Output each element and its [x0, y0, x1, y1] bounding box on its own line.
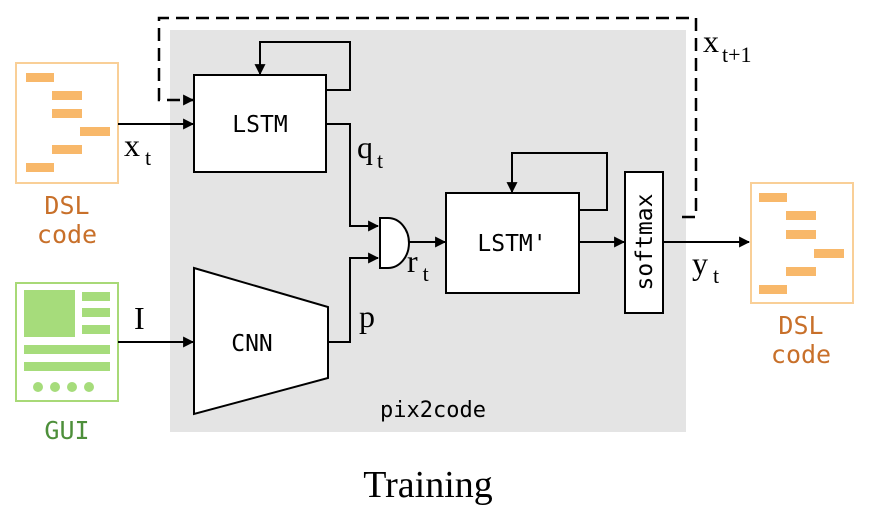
dsl-input-bar — [52, 91, 82, 100]
cnn-label: CNN — [231, 331, 273, 357]
dsl-output-frame — [750, 182, 854, 304]
gui-line — [82, 325, 110, 334]
softmax-block — [624, 171, 664, 314]
feedback-dashed-line — [157, 16, 698, 219]
dsl-output-label-line1: DSL — [778, 311, 823, 340]
dsl-input-bar — [26, 163, 54, 172]
dsl-output-bar — [786, 267, 816, 276]
dsl-output-bar — [786, 230, 816, 239]
yt-subscript: t — [713, 263, 719, 288]
module-label: pix2code — [380, 398, 486, 423]
gui-dot — [84, 382, 94, 392]
gui-line — [24, 345, 110, 354]
rt-base: r — [407, 243, 418, 279]
image-label: I — [134, 300, 145, 336]
dsl-input-label-line1: DSL — [44, 191, 89, 220]
xt1-subscript: t+1 — [722, 42, 752, 67]
dsl-input-bar — [26, 73, 54, 82]
gui-line — [82, 292, 110, 301]
concat-gate — [379, 217, 410, 269]
dsl-input-label-line2: code — [37, 220, 97, 249]
lstm-prime-block — [445, 192, 580, 294]
gui-input-icon — [15, 282, 119, 402]
xt-subscript: t — [145, 145, 151, 170]
p-line — [328, 252, 380, 343]
gui-dot — [33, 382, 43, 392]
gui-dot — [50, 382, 60, 392]
gui-dot — [67, 382, 77, 392]
softmax-label: softmax — [632, 194, 658, 291]
gui-label: GUI — [44, 416, 89, 445]
qt-subscript: t — [377, 148, 383, 173]
lstm-recurrent-loop — [254, 41, 351, 91]
dsl-output-label-line2: code — [771, 340, 831, 369]
dsl-input-bar — [80, 127, 110, 136]
p-label: p — [359, 298, 375, 334]
dsl-input-bar — [52, 109, 82, 118]
qt-line — [327, 123, 380, 232]
rt-subscript: t — [423, 261, 429, 286]
xt1-base: x — [703, 23, 719, 59]
caption: Training — [363, 464, 493, 506]
dsl-output-bar — [759, 285, 787, 294]
qt-base: q — [357, 129, 373, 165]
xt-base: x — [124, 127, 140, 163]
dsl-input-icon — [15, 62, 119, 184]
dsl-output-bar — [759, 193, 787, 202]
lstm-prime-recurrent-loop — [506, 152, 608, 211]
yt-base: y — [692, 245, 708, 281]
gui-image-block — [24, 290, 75, 337]
gui-line — [82, 308, 110, 317]
dsl-output-icon — [750, 182, 854, 304]
dsl-input-bar — [52, 145, 82, 154]
lstm-prime-label: LSTM' — [477, 231, 546, 257]
cnn-block — [193, 266, 329, 416]
lstm-label: LSTM — [232, 112, 287, 138]
gui-line — [24, 362, 110, 371]
dsl-output-bar — [814, 249, 844, 258]
dsl-output-bar — [786, 211, 816, 220]
